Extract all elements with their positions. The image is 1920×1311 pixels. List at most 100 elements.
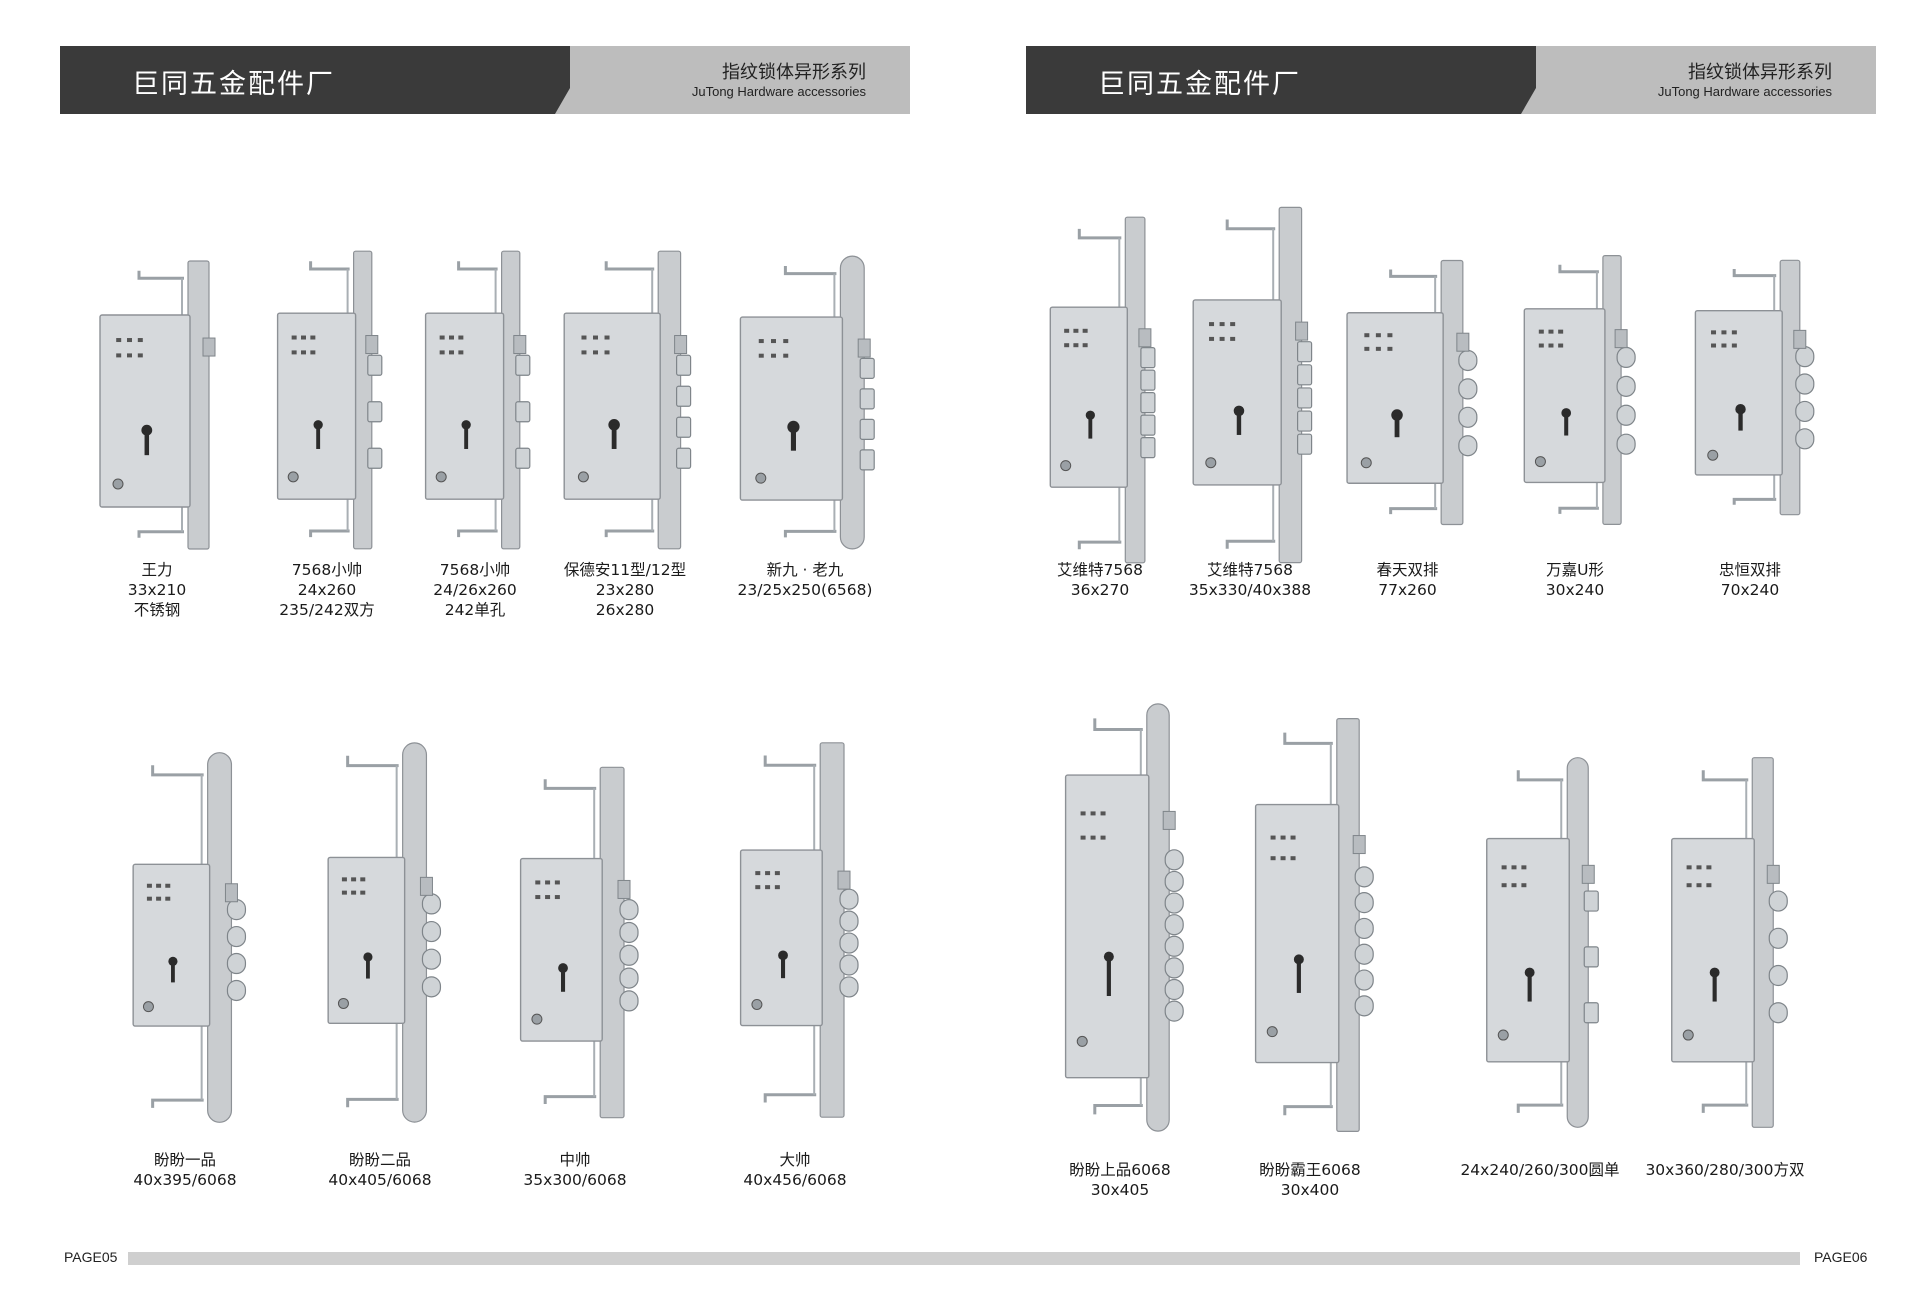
lock-body-image xyxy=(739,255,875,550)
right-top-lock-3 xyxy=(1330,255,1485,530)
product-name: 大帅 xyxy=(779,1151,811,1169)
product-spec: 35x330/40x388 xyxy=(1188,581,1312,599)
product-caption: 7568小帅 24/26x260 242单孔 xyxy=(375,560,575,620)
product-name: 忠恒双排 xyxy=(1718,561,1781,579)
product-caption: 盼盼二品 40x405/6068 xyxy=(280,1150,480,1190)
product-caption: 忠恒双排 70x240 xyxy=(1650,560,1850,600)
page-number-right: PAGE06 xyxy=(1814,1249,1868,1265)
lock-body-image xyxy=(1694,259,1815,516)
product-name: 盼盼上品6068 xyxy=(1069,1161,1171,1179)
lock-body-image xyxy=(327,742,442,1123)
product-spec: 23x280 xyxy=(595,581,655,599)
series-subtitle: JuTong Hardware accessories xyxy=(1657,84,1832,99)
product-name: 7568小帅 xyxy=(439,561,511,579)
right-top-lock-1 xyxy=(1030,210,1170,570)
product-spec: 24x260 xyxy=(297,581,357,599)
product-caption: 24x240/260/300圆单 xyxy=(1440,1160,1640,1180)
right-bottom-lock-2 xyxy=(1230,710,1390,1140)
product-name: 春天双排 xyxy=(1376,561,1439,579)
product-spec: 26x280 xyxy=(595,601,655,619)
product-spec: 33x210 xyxy=(127,581,187,599)
product-name: 王力 xyxy=(141,561,173,579)
product-spec: 30x240 xyxy=(1545,581,1605,599)
right-top-lock-4 xyxy=(1510,250,1640,530)
product-caption: 新九 · 老九 23/25x250(6568) xyxy=(705,560,905,600)
header-band-left: 巨同五金配件厂 指纹锁体异形系列 JuTong Hardware accesso… xyxy=(60,46,910,114)
product-spec: 30x405 xyxy=(1090,1181,1150,1199)
right-page: 巨同五金配件厂 指纹锁体异形系列 JuTong Hardware accesso… xyxy=(960,0,1920,1311)
series-subtitle: JuTong Hardware accessories xyxy=(691,84,866,99)
product-name: 盼盼霸王6068 xyxy=(1259,1161,1361,1179)
product-spec: 36x270 xyxy=(1070,581,1130,599)
lock-body-image xyxy=(1486,757,1599,1128)
product-name: 保德安11型/12型 xyxy=(563,561,687,579)
lock-body-image xyxy=(563,250,692,550)
product-spec: 77x260 xyxy=(1378,581,1437,599)
left-top-lock-5 xyxy=(720,250,890,555)
left-bottom-lock-2 xyxy=(295,735,465,1130)
product-caption: 保德安11型/12型 23x280 26x280 xyxy=(525,560,725,620)
product-spec: 不锈钢 xyxy=(133,601,181,619)
lock-body-image xyxy=(1064,703,1184,1132)
product-spec: 40x456/6068 xyxy=(743,1171,847,1189)
product-name: 盼盼二品 xyxy=(348,1151,411,1169)
lock-body-image xyxy=(1254,718,1374,1132)
product-name: 盼盼一品 xyxy=(153,1151,216,1169)
product-caption: 王力 33x210 不锈钢 xyxy=(57,560,257,620)
product-spec: 30x400 xyxy=(1280,1181,1340,1199)
product-caption: 盼盼霸王6068 30x400 xyxy=(1210,1160,1410,1200)
right-bottom-lock-4 xyxy=(1650,750,1800,1135)
lock-body-image xyxy=(1049,216,1156,564)
product-spec: 23/25x250(6568) xyxy=(737,581,873,599)
product-caption: 春天双排 77x260 xyxy=(1308,560,1508,600)
left-top-lock-4 xyxy=(545,245,705,555)
product-spec: 24/26x260 xyxy=(433,581,517,599)
left-page: 巨同五金配件厂 指纹锁体异形系列 JuTong Hardware accesso… xyxy=(60,46,910,114)
lock-body-image xyxy=(1523,254,1636,525)
lock-body-image xyxy=(132,752,247,1123)
lock-body-image xyxy=(424,250,531,550)
product-name: 新九 · 老九 xyxy=(766,561,844,579)
product-spec: 242单孔 xyxy=(444,601,506,619)
product-spec: 40x395/6068 xyxy=(133,1171,237,1189)
left-bottom-lock-1 xyxy=(100,745,270,1130)
lock-body-image xyxy=(1346,259,1478,526)
left-top-lock-1 xyxy=(82,255,232,555)
product-spec: 40x405/6068 xyxy=(328,1171,432,1189)
product-name: 万嘉U形 xyxy=(1546,561,1604,579)
product-caption: 万嘉U形 30x240 xyxy=(1475,560,1675,600)
right-bottom-lock-3 xyxy=(1465,750,1615,1135)
header-band-right: 巨同五金配件厂 指纹锁体异形系列 JuTong Hardware accesso… xyxy=(1026,46,1876,114)
product-spec: 35x300/6068 xyxy=(523,1171,627,1189)
factory-name: 巨同五金配件厂 xyxy=(1098,69,1301,100)
product-caption: 盼盼一品 40x395/6068 xyxy=(85,1150,285,1190)
lock-body-image xyxy=(1671,757,1788,1128)
product-spec: 70x240 xyxy=(1720,581,1780,599)
lock-body-image xyxy=(99,260,216,550)
left-top-lock-2 xyxy=(262,245,392,555)
footer-bar xyxy=(128,1252,1800,1265)
product-caption: 艾维特7568 35x330/40x388 xyxy=(1150,560,1350,600)
left-bottom-lock-4 xyxy=(710,735,880,1125)
product-name: 7568小帅 xyxy=(291,561,363,579)
product-name: 艾维特7568 xyxy=(1207,561,1293,579)
product-spec: 235/242双方 xyxy=(279,601,375,619)
product-name: 艾维特7568 xyxy=(1057,561,1143,579)
right-top-lock-2 xyxy=(1170,200,1330,570)
series-title: 指纹锁体异形系列 xyxy=(722,62,866,83)
lock-body-image xyxy=(276,250,383,550)
lock-body-image xyxy=(739,742,859,1118)
product-caption: 盼盼上品6068 30x405 xyxy=(1020,1160,1220,1200)
lock-body-image xyxy=(1192,206,1313,564)
left-bottom-lock-3 xyxy=(490,760,660,1125)
lock-body-image xyxy=(519,766,639,1119)
series-title: 指纹锁体异形系列 xyxy=(1688,62,1832,83)
factory-name: 巨同五金配件厂 xyxy=(132,69,335,100)
left-top-lock-3 xyxy=(410,245,540,555)
product-name: 中帅 xyxy=(559,1151,591,1169)
product-caption: 30x360/280/300方双 xyxy=(1625,1160,1825,1180)
product-caption: 艾维特7568 36x270 xyxy=(1000,560,1200,600)
product-caption: 大帅 40x456/6068 xyxy=(695,1150,895,1190)
product-caption: 7568小帅 24x260 235/242双方 xyxy=(227,560,427,620)
product-name: 30x360/280/300方双 xyxy=(1645,1161,1805,1179)
